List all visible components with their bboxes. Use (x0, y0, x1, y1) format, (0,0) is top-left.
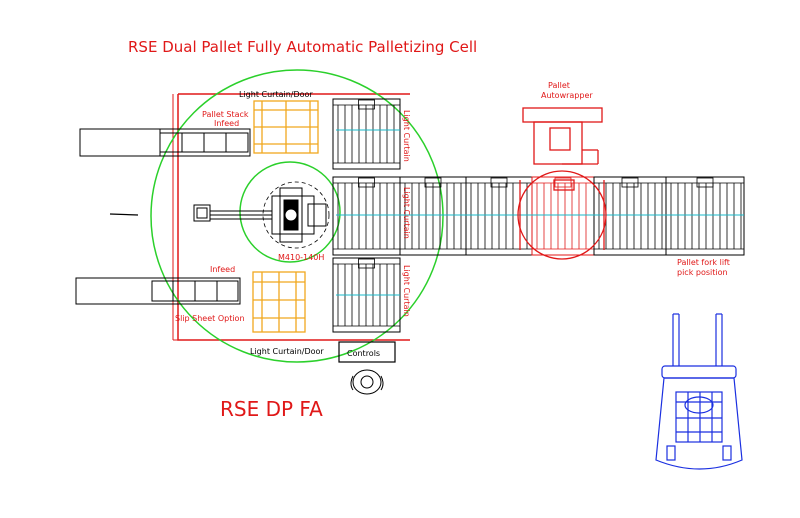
drawing-title: RSE Dual Pallet Fully Automatic Palletiz… (128, 38, 477, 56)
autowrapper-label-1: Pallet (548, 81, 570, 90)
robot-swing-circle (262, 181, 330, 249)
robot-base-zone (239, 161, 341, 263)
light-curtain-door-bottom-label: Light Curtain/Door (250, 347, 324, 356)
pallet-stack-infeed-label: Infeed (214, 119, 239, 128)
controls-panel: Controls (338, 341, 396, 363)
pallet-stack-infeed-conveyor (79, 128, 251, 157)
conveyor-pick-section (665, 176, 745, 256)
pallet-stack-top (253, 100, 319, 154)
light-curtain-label-2: Light Curtain (402, 187, 411, 239)
conveyor-wrapper-section (531, 176, 595, 256)
operator-icon (350, 369, 384, 395)
wrapper-zone-circle (517, 170, 607, 260)
cell-code-label: RSE DP FA (220, 397, 323, 421)
light-curtain-door-top-label: Light Curtain/Door (239, 90, 313, 99)
robot-model-label: M410-140H (278, 253, 324, 262)
forklift-pick-label-2: pick position (677, 268, 728, 277)
conveyor-wrapper-section-drive (554, 177, 572, 188)
conveyor-bottom-station-drive (358, 258, 375, 269)
conveyor-top-station (332, 98, 401, 170)
light-curtain-label-1: Light Curtain (402, 110, 411, 162)
pallet-autowrapper (517, 107, 607, 260)
conveyor-center-station-drive (358, 177, 375, 188)
slip-sheet-pallet (252, 271, 306, 333)
light-curtain-label-3: Light Curtain (402, 265, 411, 317)
forklift-icon (655, 313, 743, 470)
slip-sheet-infeed-conveyor (75, 277, 241, 305)
forklift-pick-label-1: Pallet fork lift (677, 258, 730, 267)
conveyor-center-station (332, 176, 401, 256)
conveyor-section-2-drive (424, 177, 442, 188)
conveyor-pick-section-drive (696, 177, 714, 188)
robot-reach-zone (150, 69, 444, 363)
autowrapper-label-2: Autowrapper (541, 91, 593, 100)
infeed-label: Infeed (210, 265, 235, 274)
robot-arm (109, 187, 327, 243)
conveyor-section-5-drive (621, 177, 639, 188)
slip-sheet-option-label: Slip Sheet Option (175, 314, 245, 323)
conveyor-section-3-drive (490, 177, 508, 188)
pallet-stack-label: Pallet Stack (202, 110, 249, 119)
controls-label: Controls (347, 349, 380, 358)
conveyor-top-station-drive (358, 99, 375, 110)
